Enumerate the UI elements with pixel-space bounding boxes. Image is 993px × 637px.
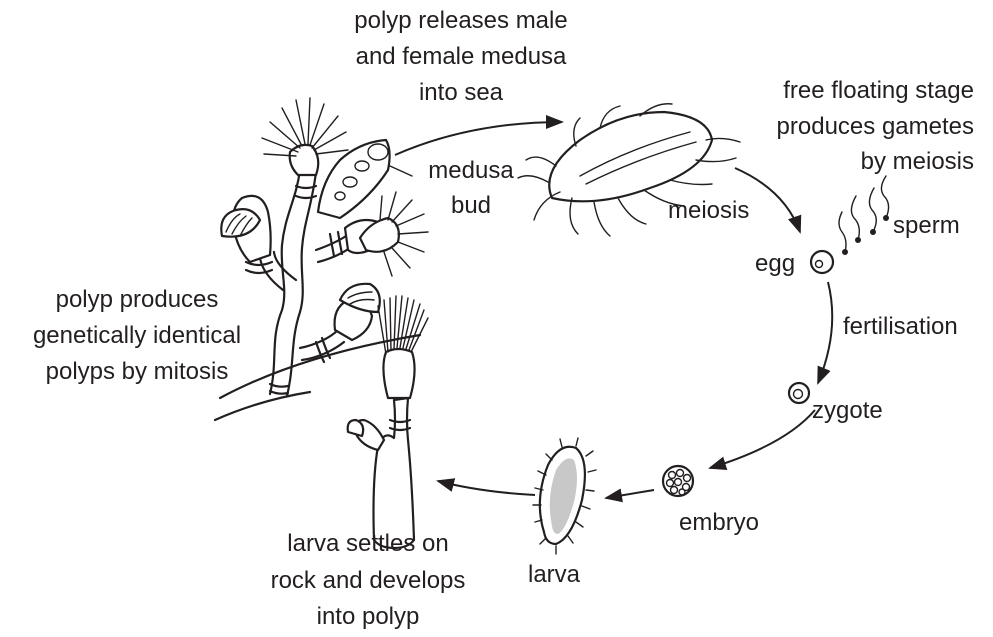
zygote xyxy=(789,383,809,403)
label-embryo: embryo xyxy=(679,509,759,536)
label-medusa-bud: medusa bud xyxy=(428,157,514,219)
label-medusa-bud-line1: medusa xyxy=(428,157,514,184)
label-larva: larva xyxy=(528,561,581,588)
label-polyp-produces-line3: polyps by mitosis xyxy=(46,358,229,385)
label-larva-settles: larva settles on rock and develops into … xyxy=(271,530,466,630)
label-polyp-produces: polyp produces genetically identical pol… xyxy=(33,286,241,385)
label-free-floating: free floating stage produces gametes by … xyxy=(777,77,974,175)
label-larva-settles-line1: larva settles on xyxy=(287,530,448,557)
label-polyp-releases-line3: into sea xyxy=(419,79,504,106)
larva xyxy=(533,438,596,554)
label-egg: egg xyxy=(755,250,795,277)
label-medusa-bud-line2: bud xyxy=(451,192,491,219)
label-meiosis: meiosis xyxy=(668,197,749,224)
arrow-embryo-to-larva xyxy=(606,490,654,498)
label-polyp-produces-line1: polyp produces xyxy=(56,286,219,313)
label-larva-settles-line3: into polyp xyxy=(317,603,420,630)
label-polyp-releases: polyp releases male and female medusa in… xyxy=(354,7,567,106)
new-polyp-tentacles xyxy=(378,296,428,354)
label-fertilisation: fertilisation xyxy=(843,313,958,340)
label-free-floating-line2: produces gametes xyxy=(777,113,974,140)
egg xyxy=(811,251,833,273)
label-free-floating-line3: by meiosis xyxy=(861,148,974,175)
label-polyp-produces-line2: genetically identical xyxy=(33,322,241,349)
embryo xyxy=(663,466,693,496)
arrow-polyp-to-medusa xyxy=(395,122,562,155)
arrow-zygote-to-embryo xyxy=(710,410,815,468)
label-polyp-releases-line1: polyp releases male xyxy=(354,7,567,34)
sperm-cells xyxy=(839,176,889,255)
label-polyp-releases-line2: and female medusa xyxy=(356,43,567,70)
label-larva-settles-line2: rock and develops xyxy=(271,567,466,594)
arrow-larva-to-polyp xyxy=(438,481,535,495)
arrow-egg-to-zygote xyxy=(818,282,832,383)
label-zygote: zygote xyxy=(812,397,883,424)
label-free-floating-line1: free floating stage xyxy=(783,77,974,104)
label-sperm: sperm xyxy=(893,212,960,239)
